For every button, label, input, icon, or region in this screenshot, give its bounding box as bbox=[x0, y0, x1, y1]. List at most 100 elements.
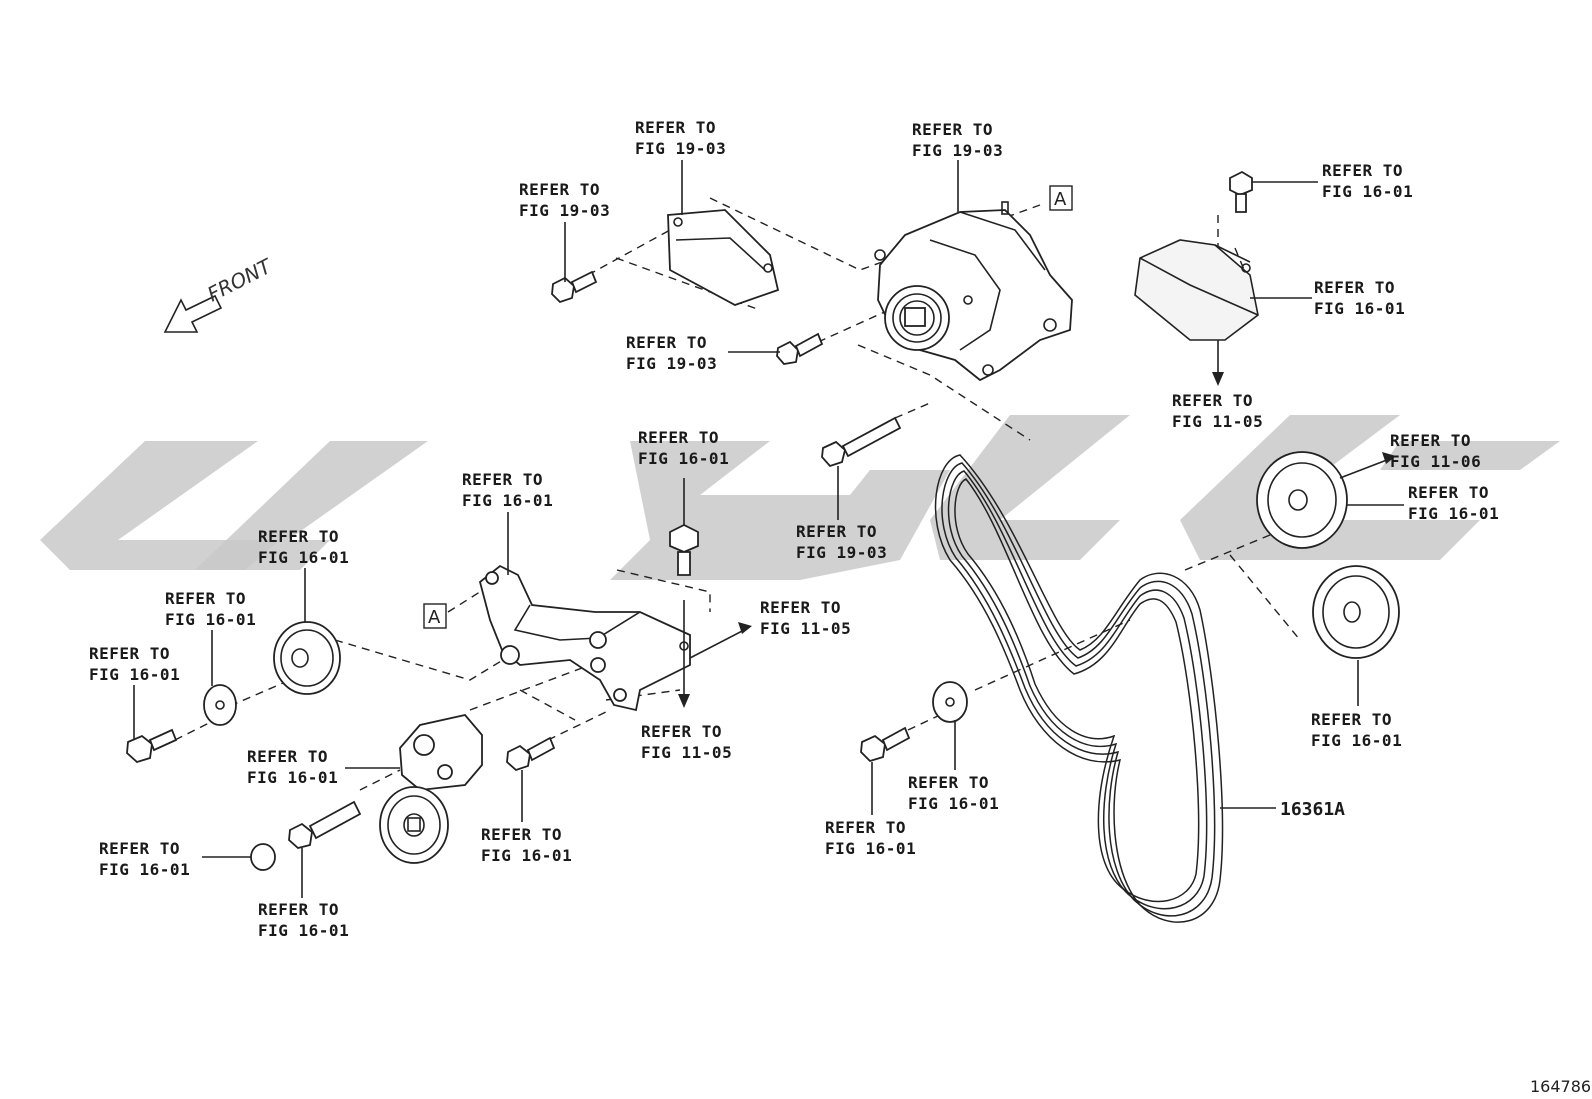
svg-text:REFER TO: REFER TO bbox=[1408, 483, 1489, 502]
idler-pulley-left bbox=[273, 621, 341, 695]
callout-c4: REFER TO FIG 19-03 bbox=[626, 333, 717, 373]
svg-text:REFER TO: REFER TO bbox=[99, 839, 180, 858]
drive-belt bbox=[934, 454, 1224, 923]
bolt-upper-left bbox=[551, 270, 598, 304]
svg-text:FIG 16-01: FIG 16-01 bbox=[462, 491, 553, 510]
svg-text:REFER TO: REFER TO bbox=[1322, 161, 1403, 180]
callout-c17: REFER TO FIG 11-05 bbox=[641, 722, 732, 762]
svg-text:FIG 16-01: FIG 16-01 bbox=[1311, 731, 1402, 750]
svg-text:FIG 16-01: FIG 16-01 bbox=[825, 839, 916, 858]
reference-box-a-upper: A bbox=[1049, 185, 1073, 211]
bolt-long-alternator bbox=[821, 416, 902, 468]
svg-text:FIG 16-01: FIG 16-01 bbox=[165, 610, 256, 629]
svg-text:REFER TO: REFER TO bbox=[481, 825, 562, 844]
alternator-cover bbox=[667, 209, 780, 306]
svg-text:REFER TO: REFER TO bbox=[912, 120, 993, 139]
callout-c11: REFER TO FIG 16-01 bbox=[1311, 710, 1402, 750]
svg-text:FIG 19-03: FIG 19-03 bbox=[796, 543, 887, 562]
callout-c19: REFER TO FIG 16-01 bbox=[247, 747, 338, 787]
callout-c14: REFER TO FIG 16-01 bbox=[258, 527, 349, 567]
bolt-tensioner bbox=[506, 736, 556, 772]
callout-c6: REFER TO FIG 16-01 bbox=[1322, 161, 1413, 201]
svg-text:REFER TO: REFER TO bbox=[165, 589, 246, 608]
callout-c9: REFER TO FIG 11-06 bbox=[1390, 431, 1481, 471]
callout-c21: REFER TO FIG 16-01 bbox=[258, 900, 349, 940]
image-index-number: 164786 bbox=[1530, 1077, 1591, 1096]
svg-text:REFER TO: REFER TO bbox=[760, 598, 841, 617]
belt-part-number: 16361A bbox=[1280, 799, 1345, 820]
callout-c2: REFER TO FIG 19-03 bbox=[912, 120, 1003, 160]
svg-text:FIG 16-01: FIG 16-01 bbox=[258, 548, 349, 567]
reference-box-a-lower: A bbox=[423, 603, 447, 629]
svg-text:FIG 11-05: FIG 11-05 bbox=[641, 743, 732, 762]
callout-c5: REFER TO FIG 19-03 bbox=[796, 522, 887, 562]
svg-text:REFER TO: REFER TO bbox=[519, 180, 600, 199]
callout-c8: REFER TO FIG 11-05 bbox=[1172, 391, 1263, 431]
svg-text:REFER TO: REFER TO bbox=[258, 900, 339, 919]
svg-text:REFER TO: REFER TO bbox=[638, 428, 719, 447]
svg-text:REFER TO: REFER TO bbox=[1311, 710, 1392, 729]
callout-c10: REFER TO FIG 16-01 bbox=[1408, 483, 1499, 523]
callout-c15: REFER TO FIG 16-01 bbox=[165, 589, 256, 629]
washer-right bbox=[932, 681, 968, 723]
svg-text:FIG 16-01: FIG 16-01 bbox=[247, 768, 338, 787]
belt-cover-right bbox=[1134, 239, 1259, 341]
svg-text:REFER TO: REFER TO bbox=[462, 470, 543, 489]
svg-text:REFER TO: REFER TO bbox=[796, 522, 877, 541]
callout-c13: REFER TO FIG 16-01 bbox=[462, 470, 553, 510]
arrow-heads bbox=[678, 372, 1396, 708]
front-label: FRONT bbox=[203, 253, 276, 306]
svg-text:REFER TO: REFER TO bbox=[1172, 391, 1253, 410]
assembly-lines bbox=[174, 197, 1301, 791]
alternator bbox=[874, 201, 1073, 382]
bolt-alternator-front bbox=[776, 332, 824, 365]
washer-left bbox=[203, 684, 237, 726]
callout-c18: REFER TO FIG 16-01 bbox=[89, 644, 180, 684]
front-direction-indicator: FRONT bbox=[163, 253, 277, 333]
mounting-bracket bbox=[478, 564, 691, 712]
svg-text:REFER TO: REFER TO bbox=[247, 747, 328, 766]
callout-c23: REFER TO FIG 16-01 bbox=[908, 773, 999, 813]
svg-text:A: A bbox=[1054, 189, 1067, 210]
svg-text:FIG 11-05: FIG 11-05 bbox=[1172, 412, 1263, 431]
svg-text:FIG 16-01: FIG 16-01 bbox=[1314, 299, 1405, 318]
svg-text:FIG 11-05: FIG 11-05 bbox=[760, 619, 851, 638]
callout-c12: REFER TO FIG 16-01 bbox=[638, 428, 729, 468]
svg-text:FIG 16-01: FIG 16-01 bbox=[99, 860, 190, 879]
svg-text:FIG 19-03: FIG 19-03 bbox=[912, 141, 1003, 160]
idler-pulley-upper-right bbox=[1256, 451, 1348, 549]
svg-text:FIG 16-01: FIG 16-01 bbox=[1408, 504, 1499, 523]
arrow-right-icon bbox=[1382, 452, 1396, 464]
svg-text:REFER TO: REFER TO bbox=[626, 333, 707, 352]
bolt-pulley-left bbox=[126, 728, 178, 764]
callout-c24: REFER TO FIG 16-01 bbox=[825, 818, 916, 858]
arrow-down-icon bbox=[678, 694, 690, 708]
svg-text:FIG 19-03: FIG 19-03 bbox=[635, 139, 726, 158]
callout-c7: REFER TO FIG 16-01 bbox=[1314, 278, 1405, 318]
bolt-long-tensioner bbox=[288, 800, 362, 849]
callout-c20: REFER TO FIG 16-01 bbox=[99, 839, 190, 879]
svg-text:FIG 16-01: FIG 16-01 bbox=[258, 921, 349, 940]
svg-text:FIG 16-01: FIG 16-01 bbox=[89, 665, 180, 684]
callout-c22: REFER TO FIG 16-01 bbox=[481, 825, 572, 865]
callout-labels: REFER TO FIG 19-03 REFER TO FIG 19-03 RE… bbox=[89, 118, 1499, 940]
belt-tensioner bbox=[379, 714, 483, 864]
svg-text:FIG 16-01: FIG 16-01 bbox=[638, 449, 729, 468]
svg-text:FIG 16-01: FIG 16-01 bbox=[1322, 182, 1413, 201]
callout-c16: REFER TO FIG 11-05 bbox=[760, 598, 851, 638]
svg-text:REFER TO: REFER TO bbox=[89, 644, 170, 663]
svg-text:REFER TO: REFER TO bbox=[258, 527, 339, 546]
svg-text:A: A bbox=[428, 607, 441, 628]
arrow-down-icon bbox=[1212, 372, 1224, 386]
svg-text:FIG 16-01: FIG 16-01 bbox=[908, 794, 999, 813]
svg-text:REFER TO: REFER TO bbox=[1390, 431, 1471, 450]
bolt-idler-right bbox=[860, 726, 911, 763]
svg-text:FIG 19-03: FIG 19-03 bbox=[626, 354, 717, 373]
svg-text:FIG 16-01: FIG 16-01 bbox=[481, 846, 572, 865]
svg-text:FIG 19-03: FIG 19-03 bbox=[519, 201, 610, 220]
svg-text:REFER TO: REFER TO bbox=[1314, 278, 1395, 297]
svg-text:REFER TO: REFER TO bbox=[641, 722, 722, 741]
bolt-right-cover bbox=[1229, 170, 1253, 213]
svg-text:REFER TO: REFER TO bbox=[825, 818, 906, 837]
